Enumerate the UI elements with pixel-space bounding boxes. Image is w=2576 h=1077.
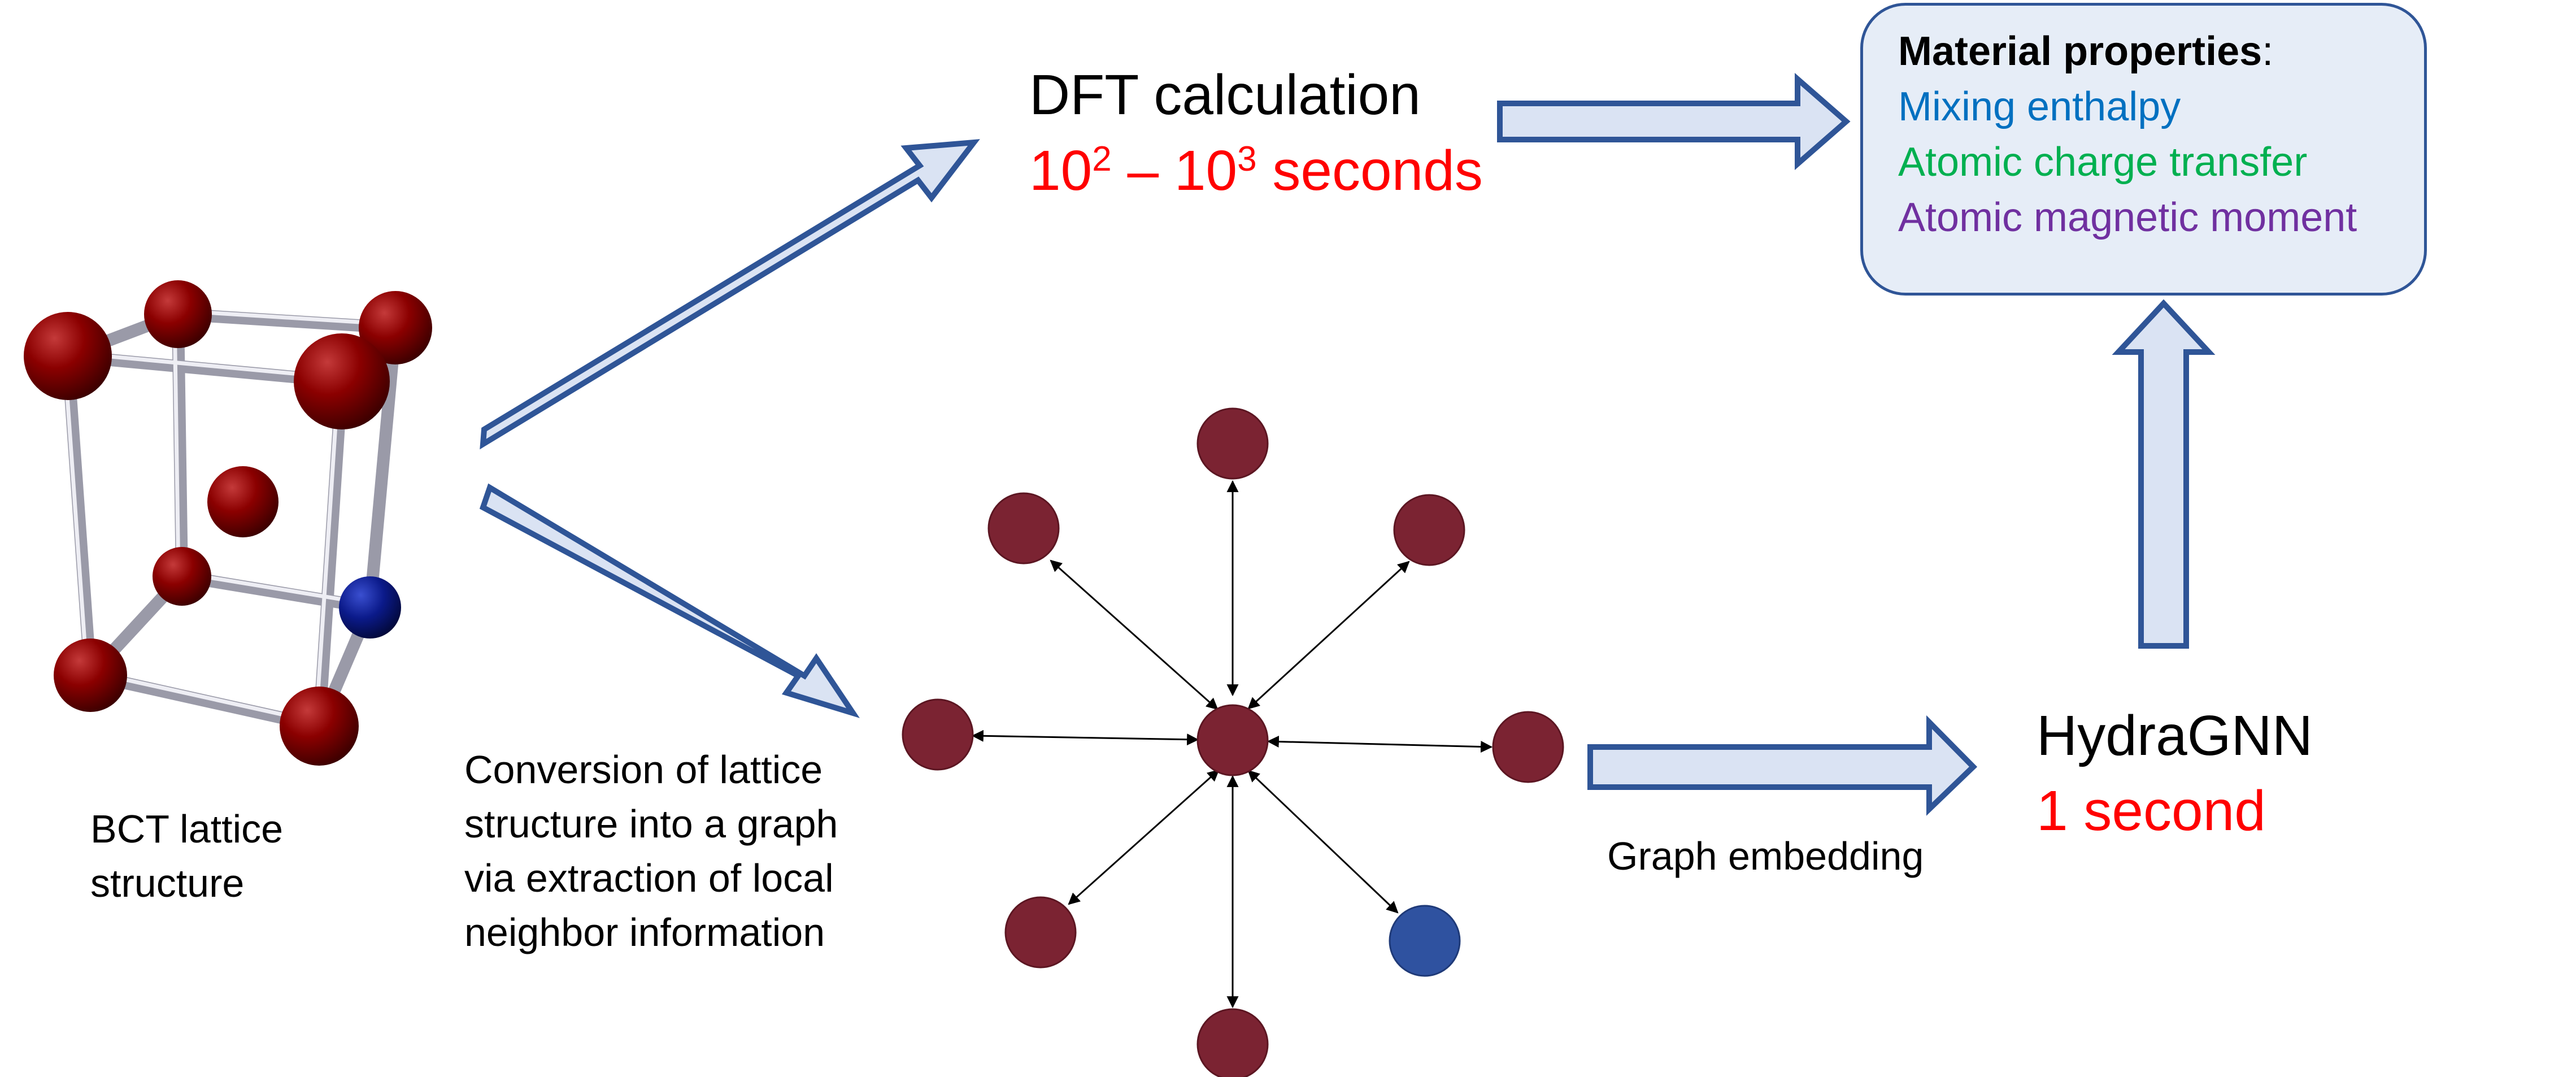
lattice-atom <box>359 291 432 364</box>
graph-node-center <box>1196 704 1269 776</box>
lattice-atom <box>153 547 211 606</box>
arrow-to-graph <box>479 483 860 718</box>
property-item: Atomic magnetic moment <box>1898 195 2357 240</box>
graph-node <box>1196 1008 1269 1077</box>
graph-nodes <box>902 407 1564 1077</box>
arrow-hydragnn-to-properties <box>2112 299 2216 649</box>
dft-time-base-2: 10 <box>1174 139 1238 202</box>
lattice-atom <box>54 639 127 712</box>
conversion-label-line: neighbor information <box>464 910 825 954</box>
graph-node <box>902 698 974 771</box>
conversion-label-line: structure into a graph <box>464 801 838 846</box>
lattice-atom-center <box>207 466 279 537</box>
lattice-atom-special <box>339 576 401 639</box>
graph-node <box>987 492 1060 564</box>
hydragnn-time: 1 second <box>2037 779 2266 843</box>
dft-title: DFT calculation <box>1029 63 1421 127</box>
bct-lattice <box>24 280 432 766</box>
graph-node <box>1492 711 1564 783</box>
conversion-label-line: Conversion of lattice <box>464 748 823 792</box>
graph-edges <box>971 480 1493 1009</box>
lattice-atom <box>144 280 212 348</box>
arrow-to-dft <box>480 139 980 450</box>
graph-node <box>1196 407 1269 480</box>
graph-embedding-label: Graph embedding <box>1607 834 1924 878</box>
lattice-label-line: structure <box>90 861 245 905</box>
hydragnn-title: HydraGNN <box>2037 704 2313 767</box>
lattice-atom <box>24 312 112 400</box>
dft-time: 102 – 103 seconds <box>1029 139 1483 202</box>
block-arrows <box>479 73 2216 816</box>
dft-time-base-1: 10 <box>1029 139 1093 202</box>
properties-title-text: Material properties <box>1898 29 2262 74</box>
material-properties-box <box>1860 3 2427 296</box>
conversion-label: Conversion of lattice structure into a g… <box>464 743 838 960</box>
lattice-label-line: BCT lattice <box>90 807 284 851</box>
conversion-label-line: via extraction of local <box>464 855 834 900</box>
properties-title-suffix: : <box>2262 29 2274 74</box>
arrow-dft-to-properties <box>1497 73 1851 170</box>
dft-time-unit: seconds <box>1256 139 1483 202</box>
lattice-atom <box>280 687 359 766</box>
graph-node-special <box>1389 905 1461 977</box>
lattice-label: BCT lattice structure <box>90 802 283 911</box>
dft-time-exp-2: 3 <box>1237 139 1257 179</box>
graph-node <box>1004 896 1077 969</box>
graph-node <box>1393 494 1465 566</box>
dft-time-exp-1: 2 <box>1092 139 1112 179</box>
property-item: Mixing enthalpy <box>1898 84 2181 129</box>
properties-title: Material properties: <box>1898 31 2273 72</box>
lattice-atom <box>294 333 390 429</box>
property-item: Atomic charge transfer <box>1898 140 2308 185</box>
dft-time-sep: – <box>1111 139 1174 202</box>
arrow-graph-to-hydragnn <box>1587 715 1978 816</box>
